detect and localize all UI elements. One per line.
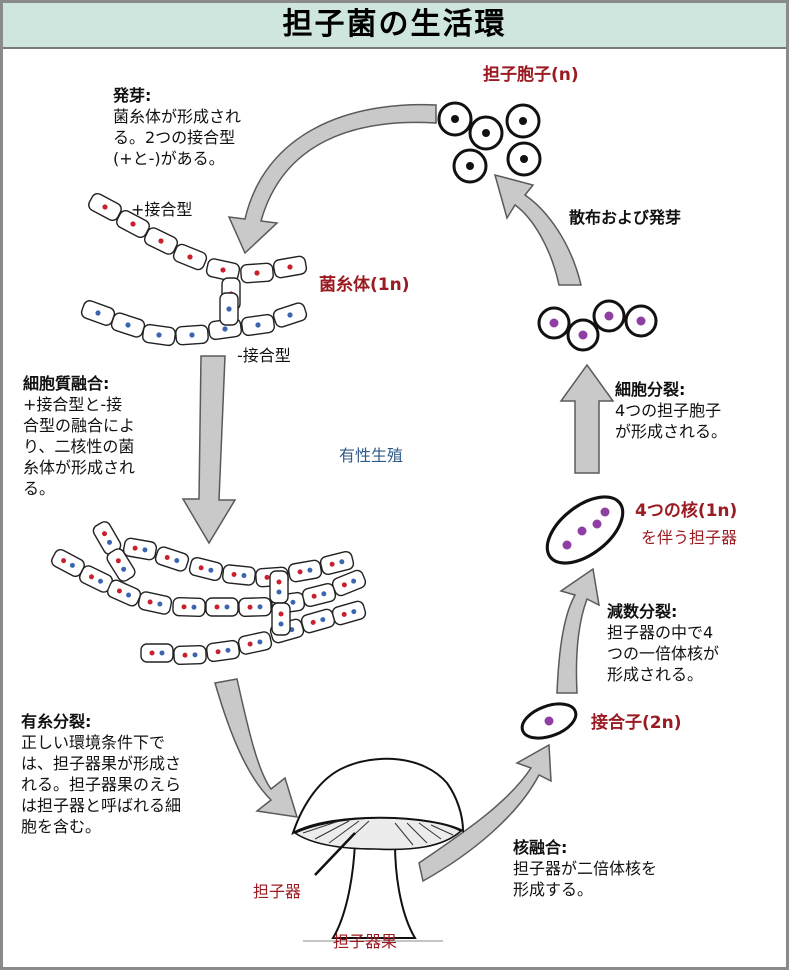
label-germination: 発芽: 菌糸体が形成され る。2つの接合型 (+と-)がある。 (113, 85, 241, 169)
meiosis-line-2: つの一倍体核が (607, 644, 720, 663)
mitosis-line-2: は、担子器果が形成さ (21, 754, 182, 773)
label-mitosis: 有糸分裂: 正しい環境条件下で は、担子器果が形成さ れる。担子器果のえら は担… (21, 711, 181, 837)
mitosis-title: 有糸分裂: (21, 712, 92, 731)
label-four-nuclei: 4つの核(1n) (635, 501, 738, 521)
karyogamy-line-1: 担子器が二倍体核を (513, 859, 658, 878)
arrow-karyogamy (418, 743, 552, 883)
label-cell-division: 細胞分裂: 4つの担子胞子 が形成される。 (615, 379, 727, 442)
arrow-meiosis (556, 567, 600, 694)
basidiospores-black (437, 101, 542, 184)
mitosis-line-5: 胞を含む。 (21, 817, 102, 836)
germination-line-1: 菌糸体が形成され (113, 107, 242, 126)
label-meiosis: 減数分裂: 担子器の中で4 つの一倍体核が 形成される。 (607, 601, 719, 685)
mitosis-line-1: 正しい環境条件下で (21, 733, 166, 752)
label-plasmogamy: 細胞質融合: +接合型と-接 合型の融合によ り、二核性の菌 糸体が形成され る… (23, 373, 135, 499)
mitosis-line-3: れる。担子器果のえら (21, 775, 182, 794)
plasmogamy-title: 細胞質融合: (23, 374, 110, 393)
basidium-four-nuclei (545, 495, 625, 565)
mycelium-minus (79, 292, 309, 347)
life-cycle-artwork (48, 101, 658, 942)
arrow-dispersal (493, 173, 582, 286)
cell-division-title: 細胞分裂: (615, 380, 686, 399)
title-bar: 担子菌の生活環 (3, 3, 786, 49)
mitosis-line-4: は担子器と呼ばれる細 (21, 796, 182, 815)
cell-division-line-2: が形成される。 (615, 422, 728, 441)
arrow-plasmogamy (181, 355, 237, 545)
plasmogamy-line-3: り、二核性の菌 (23, 437, 135, 456)
label-basidiospores: 担子胞子(n) (483, 65, 579, 85)
label-sexual-reproduction: 有性生殖 (339, 446, 404, 465)
arrow-germination (227, 103, 437, 255)
karyogamy-line-2: 形成する。 (513, 880, 594, 899)
label-basidiocarp: 担子器果 (333, 932, 398, 951)
arrow-cell-division (559, 363, 615, 474)
label-dispersal: 散布および発芽 (569, 208, 682, 227)
label-mycelium: 菌糸体(1n) (319, 275, 410, 295)
arrow-mitosis (214, 678, 299, 818)
germination-line-3: (+と-)がある。 (113, 149, 225, 168)
label-karyogamy: 核融合: 担子器が二倍体核を 形成する。 (513, 837, 657, 900)
plasmogamy-line-2: 合型の融合によ (23, 416, 136, 435)
plasmogamy-line-4: 糸体が形成され (23, 458, 136, 477)
meiosis-title: 減数分裂: (607, 602, 678, 621)
germination-line-2: る。2つの接合型 (113, 128, 236, 147)
label-minus-mating-type: -接合型 (237, 346, 291, 365)
label-basidium: 担子器 (253, 882, 302, 901)
meiosis-line-3: 形成される。 (607, 665, 704, 684)
diagram-title: 担子菌の生活環 (282, 7, 507, 42)
meiosis-line-1: 担子器の中で4 (607, 623, 714, 642)
plasmogamy-line-1: +接合型と-接 (23, 395, 123, 414)
cell-division-line-1: 4つの担子胞子 (615, 401, 722, 420)
basidiospores-purple (537, 299, 658, 352)
karyogamy-title: 核融合: (513, 838, 568, 857)
mycelium-plus (85, 190, 309, 311)
plasmogamy-line-5: る。 (23, 479, 56, 498)
label-plus-mating-type: +接合型 (131, 200, 193, 219)
label-basidium-with-nuclei: を伴う担子器 (641, 528, 738, 547)
germination-title: 発芽: (113, 86, 152, 105)
zygote-cell (520, 702, 578, 740)
label-zygote: 接合子(2n) (591, 713, 682, 733)
basidiocarp-mushroom (291, 757, 465, 942)
